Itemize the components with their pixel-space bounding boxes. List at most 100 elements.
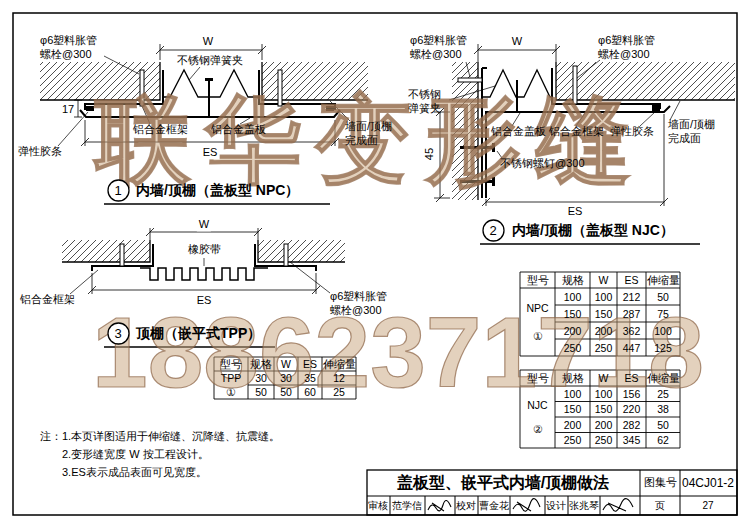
table-cell: 156 xyxy=(623,387,641,400)
dimension-text: ES xyxy=(201,146,220,159)
table-grid xyxy=(248,385,356,386)
table-grid xyxy=(590,370,591,448)
detail-tpp xyxy=(140,268,268,280)
table-cell: 200 xyxy=(595,324,613,337)
table-cell: ① xyxy=(226,386,236,399)
table-cell: 伸缩量 xyxy=(647,274,680,287)
table-grid xyxy=(520,370,521,448)
table-cell: 200 xyxy=(564,418,582,431)
table-grid xyxy=(322,357,323,399)
table-grid xyxy=(248,357,249,399)
table-cell: 25 xyxy=(333,386,345,399)
dimension-text: W xyxy=(197,218,211,231)
detail-tpp xyxy=(92,244,316,271)
detail-npc xyxy=(58,56,350,146)
table-grid xyxy=(214,357,356,358)
detail-njc xyxy=(486,106,670,198)
title-block-cell: 图集号 xyxy=(644,476,677,489)
title-block-cell: 设计 xyxy=(546,500,566,512)
dimension-text: ES xyxy=(566,205,585,218)
table-cell: 50 xyxy=(280,386,292,399)
detail-number-circle: 1 xyxy=(107,179,130,202)
table-cell: 75 xyxy=(657,307,669,320)
dimension-text: ES xyxy=(195,294,214,307)
table-grid xyxy=(214,371,356,372)
detail-njc xyxy=(460,180,492,183)
table-cell: 200 xyxy=(595,418,613,431)
signature-scribble xyxy=(428,499,633,512)
table-grid xyxy=(590,272,591,356)
table-cell: 100 xyxy=(654,324,672,337)
table-cell: 50 xyxy=(657,418,669,431)
title-block-grid xyxy=(367,470,737,515)
part-label: 铝合金框架 xyxy=(20,293,75,306)
table-grid xyxy=(680,370,681,448)
table-cell: 25 xyxy=(657,387,669,400)
detail-njc xyxy=(478,62,735,200)
table-grid xyxy=(520,288,680,289)
table-grid xyxy=(214,272,680,448)
table-grid xyxy=(555,305,680,306)
detail-njc xyxy=(452,62,478,200)
table-cell: ② xyxy=(533,423,543,436)
table-grid xyxy=(214,399,356,400)
table-cell: 250 xyxy=(595,341,613,354)
part-label: 铝合金框架 xyxy=(549,125,604,138)
note: 注：1.本页详图适用于伸缩缝、沉降缝、抗震缝。 xyxy=(40,430,280,443)
detail-njc xyxy=(552,68,660,109)
table-cell: W xyxy=(599,372,609,385)
detail-npc xyxy=(40,62,368,100)
table-cell: 35 xyxy=(304,372,316,385)
part-label: 铝合金盖板 xyxy=(211,123,266,136)
table-cell: 100 xyxy=(595,387,613,400)
detail-njc xyxy=(460,146,492,149)
table-cell: 30 xyxy=(280,372,292,385)
table-cell: ES xyxy=(303,358,317,371)
table-grid xyxy=(617,272,618,356)
table-grid xyxy=(520,272,680,273)
part-label: 不锈钢 弹簧夹 xyxy=(408,88,448,116)
title-block-cell: 审核 xyxy=(368,500,388,512)
table-cell: ① xyxy=(533,329,543,342)
table-cell: 型号 xyxy=(527,274,549,287)
part-label: 不锈钢弹簧夹 xyxy=(177,54,243,67)
detail-tpp xyxy=(88,273,320,294)
table-cell: 345 xyxy=(623,434,641,447)
table-grid xyxy=(214,357,215,399)
circle-outline xyxy=(483,220,504,241)
table-cell: 212 xyxy=(623,290,641,303)
table-cell: 100 xyxy=(564,387,582,400)
table-grid xyxy=(520,448,680,449)
table-cell: 30 xyxy=(255,372,267,385)
detail-tpp xyxy=(258,240,345,262)
part-label: 铝合金框架 xyxy=(133,123,188,136)
detail-tpp xyxy=(120,244,124,266)
table-cell: 150 xyxy=(595,403,613,416)
table-cell: 200 xyxy=(564,324,582,337)
table-cell: 250 xyxy=(564,341,582,354)
part-label: φ6塑料胀管 螺栓@300 xyxy=(410,34,472,62)
part-label: 弹性胶条 xyxy=(610,125,654,138)
detail-npc xyxy=(104,203,330,205)
table-cell: W xyxy=(281,358,291,371)
table-cell: W xyxy=(599,274,609,287)
page-frame xyxy=(13,13,737,515)
detail-number-circle: 2 xyxy=(482,219,505,242)
page-frame xyxy=(13,13,737,515)
table-cell: 12 xyxy=(333,372,345,385)
detail-njc xyxy=(449,60,680,158)
table-grid xyxy=(555,401,680,402)
table-cell: 规格 xyxy=(562,372,584,385)
detail-title: 内墙/顶棚（盖板型 NPC） xyxy=(136,182,299,199)
signature-scribble xyxy=(513,499,540,512)
table-cell: ES xyxy=(624,274,638,287)
table-grid xyxy=(555,370,556,448)
detail-njc xyxy=(482,114,668,206)
table-cell: 50 xyxy=(657,290,669,303)
table-cell: 447 xyxy=(623,341,641,354)
table-cell: 250 xyxy=(564,434,582,447)
circle-outline xyxy=(108,323,129,344)
table-cell: NJC xyxy=(527,398,547,411)
